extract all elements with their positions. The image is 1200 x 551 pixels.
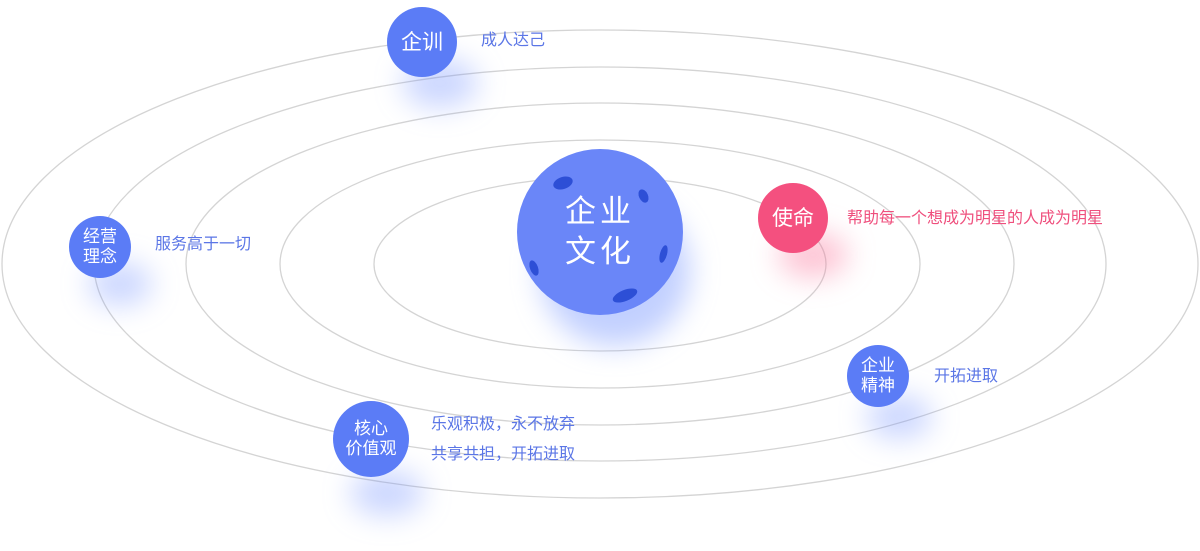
node-values-desc-line2: 共享共担，开拓进取 xyxy=(431,444,576,463)
node-spirit-title-line2: 精神 xyxy=(861,376,895,396)
orbit-ring-1 xyxy=(1,29,1199,499)
node-training-title: 企训 xyxy=(401,30,443,54)
node-values-desc-line1: 乐观积极，永不放弃 xyxy=(431,414,576,433)
crater-icon xyxy=(610,285,640,306)
node-training-desc: 成人达己 xyxy=(481,30,546,49)
node-values-title-line1: 核心 xyxy=(354,419,388,439)
node-philosophy-title-line1: 经营 xyxy=(83,227,117,247)
node-mission-title: 使命 xyxy=(772,206,814,230)
center-planet: 企业 文化 xyxy=(517,149,683,315)
crater-icon xyxy=(657,244,670,264)
node-spirit-title-line1: 企业 xyxy=(861,356,895,376)
crater-icon xyxy=(527,259,541,277)
node-spirit[interactable]: 企业 精神 xyxy=(847,345,909,407)
crater-icon xyxy=(636,187,651,205)
node-philosophy[interactable]: 经营 理念 xyxy=(69,216,131,278)
orbit-ring-4 xyxy=(279,139,921,389)
node-values-title-line2: 价值观 xyxy=(345,439,397,459)
node-mission-desc: 帮助每一个想成为明星的人成为明星 xyxy=(847,208,1104,227)
node-philosophy-title-line2: 理念 xyxy=(83,247,117,267)
center-title-line2: 文化 xyxy=(565,234,635,270)
node-spirit-desc: 开拓进取 xyxy=(934,366,999,385)
node-training[interactable]: 企训 xyxy=(387,7,457,77)
node-values[interactable]: 核心 价值观 xyxy=(333,401,409,477)
node-mission[interactable]: 使命 xyxy=(758,183,828,253)
center-title-line1: 企业 xyxy=(565,194,635,230)
node-philosophy-desc: 服务高于一切 xyxy=(155,234,252,253)
crater-icon xyxy=(551,174,575,192)
orbit-ring-3 xyxy=(185,102,1015,426)
